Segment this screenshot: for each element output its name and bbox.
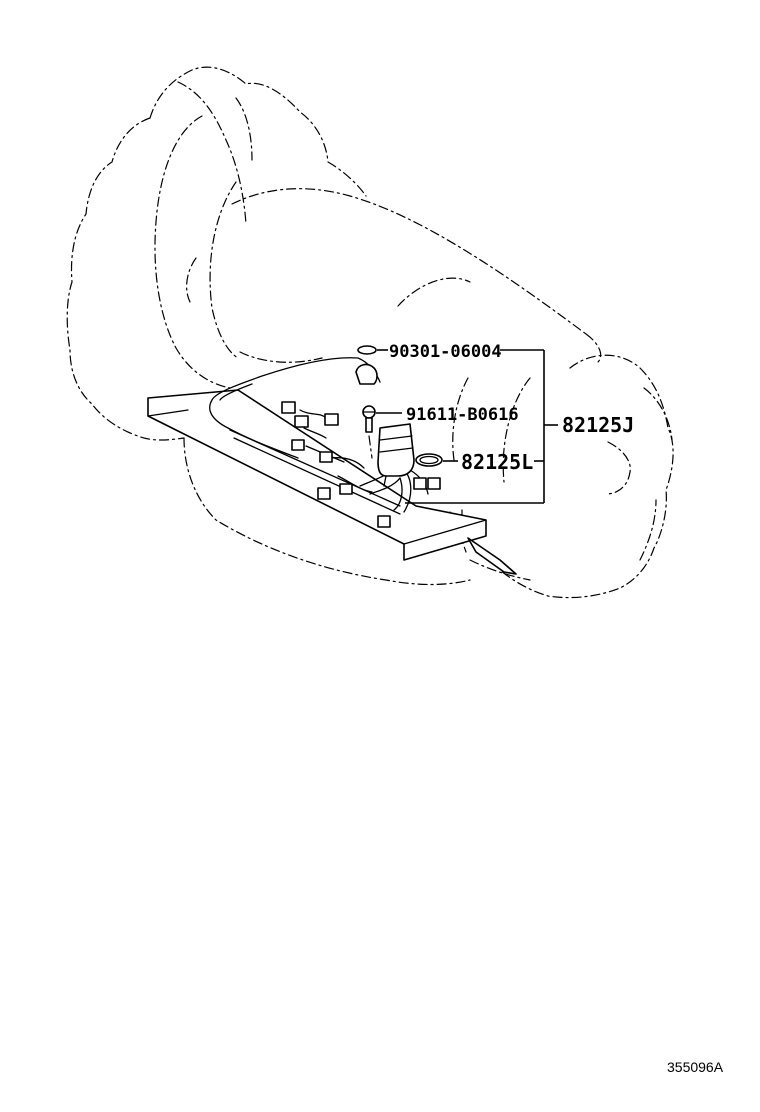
- valve-body: [147, 389, 517, 575]
- label-gasket: 90301-06004: [389, 342, 502, 362]
- label-bolt: 91611-B0616: [406, 405, 519, 425]
- gasket-icon: [357, 345, 377, 355]
- sensor-assembly: [377, 423, 415, 487]
- label-oring: 82125L: [461, 450, 533, 474]
- bolt-icon: [362, 405, 376, 433]
- label-assembly: 82125J: [562, 413, 634, 437]
- illustration-code: 355096A: [667, 1059, 724, 1075]
- transmission-outline: [66, 66, 674, 599]
- leader-lines: [376, 349, 558, 504]
- wire-harness: [209, 357, 441, 528]
